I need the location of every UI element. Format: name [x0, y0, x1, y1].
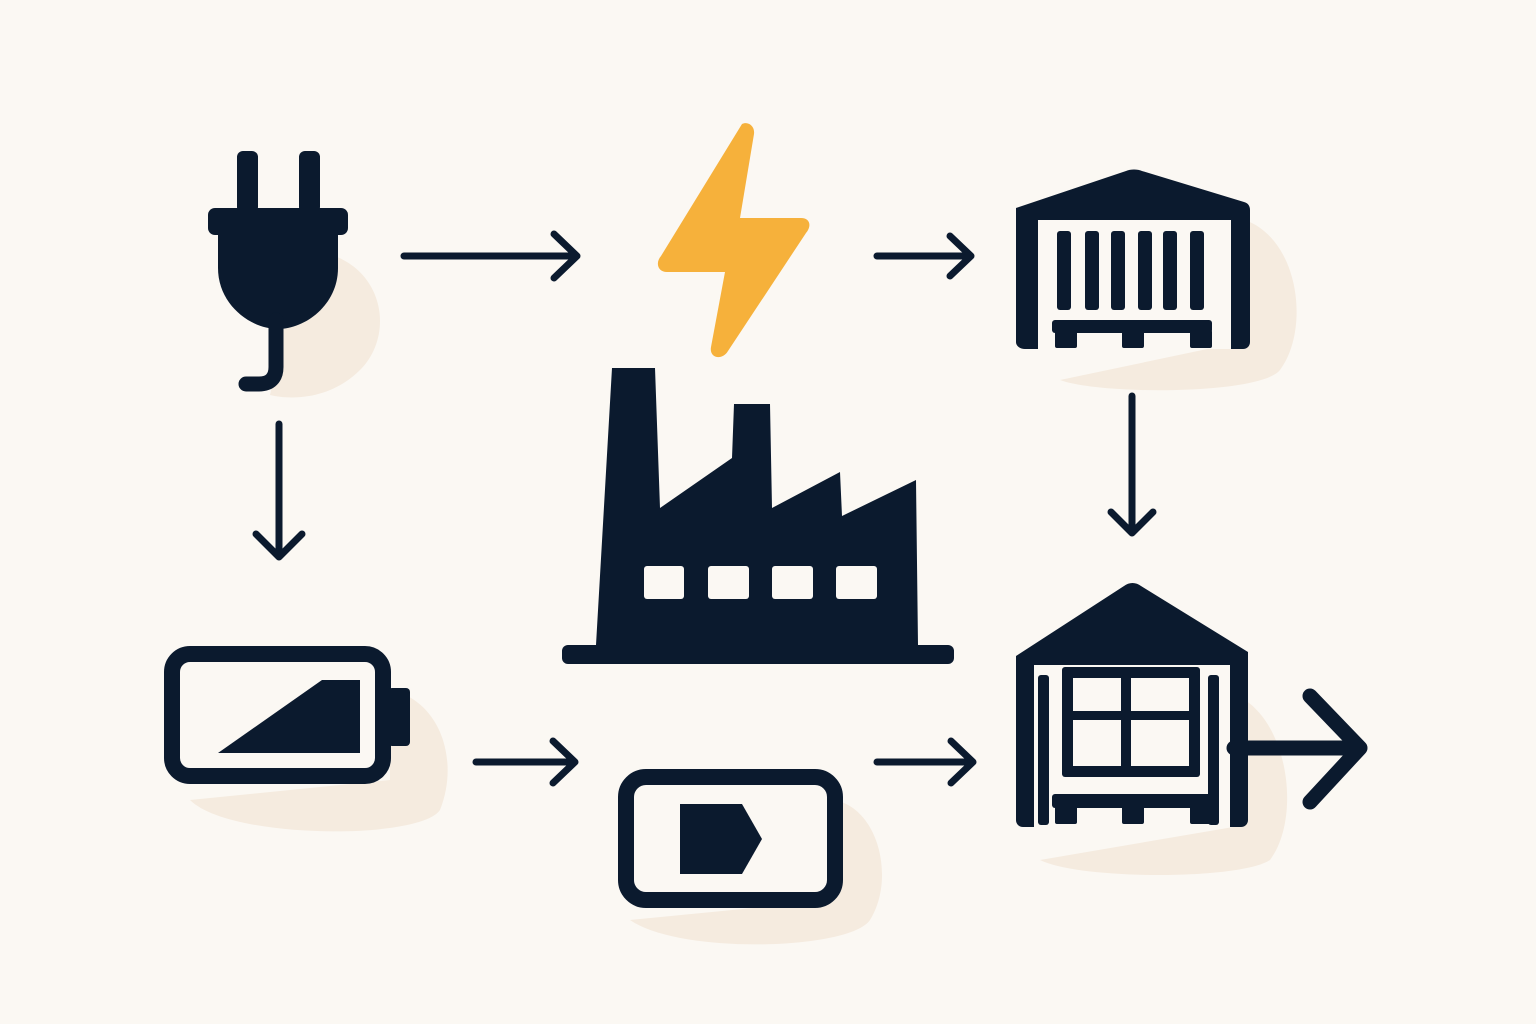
arrow-bolt-to-warehouse	[873, 232, 975, 280]
power-plug-icon	[208, 151, 348, 392]
factory-window	[708, 566, 749, 599]
outbound-arrow-icon	[1226, 688, 1368, 810]
arrow-small-battery-to-distribution	[873, 737, 977, 787]
battery-charging-icon	[164, 646, 410, 784]
lightning-bolt-icon	[657, 123, 810, 358]
arrow-plug-to-bolt	[400, 230, 581, 282]
factory-window	[772, 566, 813, 599]
battery-play-icon	[618, 769, 843, 908]
distribution-warehouse-icon	[1016, 583, 1248, 827]
flow-arrows	[252, 230, 1157, 787]
arrow-warehouse-to-distribution	[1107, 392, 1157, 537]
factory-icon	[562, 368, 954, 664]
factory-window	[836, 566, 877, 599]
arrow-battery-to-small-battery	[472, 737, 579, 787]
factory-window	[644, 566, 684, 599]
warehouse-icon	[1016, 169, 1250, 349]
arrow-plug-to-battery	[252, 420, 306, 561]
